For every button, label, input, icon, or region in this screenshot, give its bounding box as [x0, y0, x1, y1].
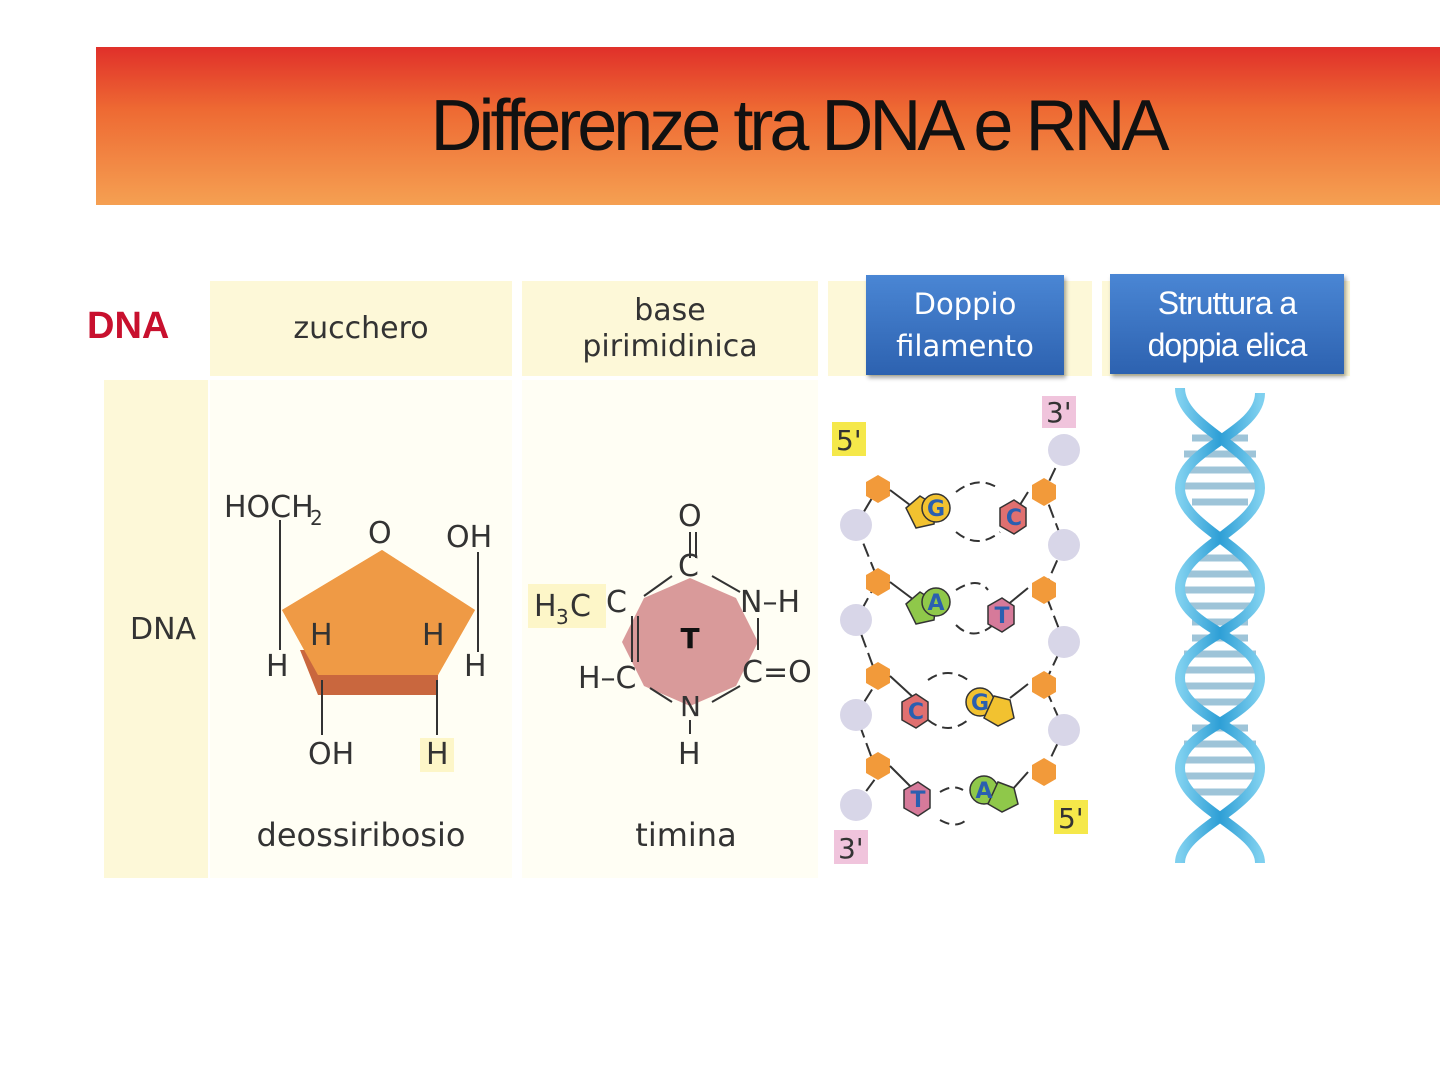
end-bottom-left-bg [834, 830, 868, 864]
thymine-diagram: O C H 3 C C N–H H–C C=O N H T timina [528, 499, 812, 854]
pair-1-left: G [927, 497, 945, 522]
page-title: Differenze tra DNA e RNA [430, 86, 1170, 166]
base-t-2 [987, 597, 1015, 633]
pair-4-left: T [910, 788, 925, 813]
label-h-outer-left: H [266, 649, 289, 684]
base-c-3 [901, 693, 929, 729]
header-helix-line1: Struttura a [1157, 285, 1297, 321]
label-n-bottom: N [680, 690, 701, 723]
base-a-2 [921, 587, 951, 617]
pair-3-left: C [908, 700, 924, 725]
base-name: timina [635, 816, 736, 854]
label-oh-bottom: OH [308, 737, 354, 772]
pair-2-left: A [927, 591, 944, 616]
right-phosphate-3 [1032, 671, 1056, 699]
label-ring-o: O [368, 516, 392, 551]
label-nh: N–H [740, 585, 800, 620]
left-sugar-3 [840, 699, 872, 731]
label-c-left: C [606, 585, 627, 620]
label-h3c: H [534, 589, 557, 624]
end-top-right: 3' [1046, 396, 1072, 429]
label-co: C=O [742, 655, 812, 690]
header-base-line2: pirimidinica [582, 328, 758, 364]
double-helix-image [1174, 388, 1266, 864]
right-phosphate-2 [1032, 576, 1056, 604]
sugar-ring-top [282, 550, 475, 675]
right-sugar-2 [1048, 529, 1080, 561]
end-top-left: 5' [836, 424, 862, 457]
helix-strand-2 [1174, 392, 1266, 864]
right-sugar-3 [1048, 626, 1080, 658]
row-label: DNA [87, 305, 170, 347]
sugar-name: deossiribosio [257, 816, 466, 854]
end-bottom-left: 3' [838, 832, 864, 865]
side-label: DNA [130, 612, 197, 647]
left-phosphate-4 [866, 752, 890, 780]
left-phosphate-2 [866, 568, 890, 596]
left-phosphate-3 [866, 662, 890, 690]
right-backbone [1042, 449, 1066, 773]
label-h-inner-left: H [310, 618, 333, 653]
hydrogen-bonds [927, 481, 1001, 826]
header-sugar: zucchero [210, 281, 512, 376]
bond-2 [711, 575, 741, 593]
pair-3-right: G [971, 691, 989, 716]
header-helix: Struttura a doppia elica [1110, 274, 1344, 374]
base-links [889, 489, 1029, 791]
end-top-right-bg [1042, 396, 1076, 428]
left-sugar-1 [840, 509, 872, 541]
title-banner: Differenze tra DNA e RNA [96, 47, 1440, 205]
right-sugar-4 [1048, 714, 1080, 746]
label-c-top: C [678, 549, 699, 584]
label-o-top: O [678, 499, 702, 534]
label-hc: H–C [578, 661, 637, 696]
bond-5 [649, 687, 673, 703]
right-phosphate-1 [1032, 478, 1056, 506]
label-hoch2-sub: 2 [310, 506, 323, 530]
base-g-1 [921, 493, 951, 523]
label-h-bottom: H [426, 737, 449, 772]
h3c-bg [528, 584, 606, 628]
label-h3c-sub: 3 [556, 605, 569, 629]
label-h-inner-right: H [422, 618, 445, 653]
base-letter: T [680, 622, 699, 655]
label-hoch2: HOCH [224, 490, 314, 525]
left-phosphate-1 [866, 475, 890, 503]
label-h3c-c: C [570, 589, 591, 624]
bond-1 [643, 575, 673, 597]
pair-2-right: T [994, 604, 1009, 629]
base-a-4-pentagon [987, 781, 1019, 813]
end-bottom-right: 5' [1058, 802, 1084, 835]
base-g-3-pentagon [983, 695, 1015, 727]
header-strand: Doppio filamento [866, 275, 1064, 375]
header-sugar-text: zucchero [293, 310, 429, 346]
right-phosphate-4 [1032, 758, 1056, 786]
left-sugar-4 [840, 789, 872, 821]
side-column [104, 380, 208, 878]
end-top-left-bg [832, 422, 866, 456]
label-oh-right: OH [446, 520, 492, 555]
right-sugar-1 [1048, 434, 1080, 466]
left-sugar-2 [840, 604, 872, 636]
base-c-1 [999, 499, 1027, 535]
header-base: base pirimidinica [522, 281, 818, 376]
header-helix-line2: doppia elica [1147, 327, 1308, 363]
header-strand-line1: Doppio [913, 287, 1017, 321]
pair-4-right: A [975, 779, 992, 804]
header-base-line1: base [634, 292, 706, 328]
bond-6 [711, 685, 741, 703]
h-bottom-bg [420, 738, 454, 772]
header-strand-line2: filamento [896, 329, 1034, 363]
label-h-bottom: H [678, 737, 701, 772]
base-t-4 [903, 781, 931, 817]
double-strand-diagram: G C A T C G T A 5' 3' 3' 5' [832, 396, 1088, 865]
end-bottom-right-bg [1054, 800, 1088, 834]
pair-1-right: C [1006, 506, 1022, 531]
deoxyribose-diagram: HOCH 2 O OH H H H H OH H deossiribosio [224, 490, 492, 854]
label-h-outer-right: H [464, 649, 487, 684]
thymine-ring [622, 578, 758, 706]
